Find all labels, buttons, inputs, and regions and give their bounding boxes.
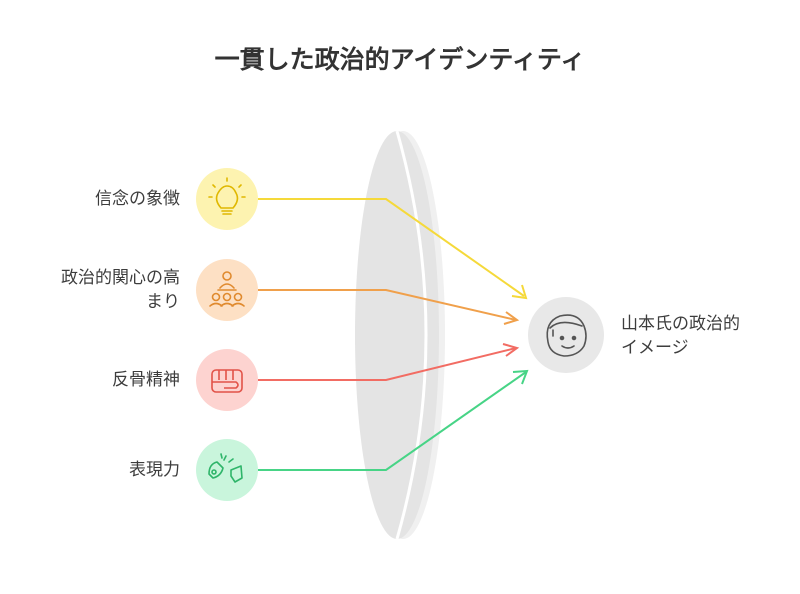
megaphone-icon [208, 453, 243, 483]
lightbulb-node [196, 168, 258, 230]
label-interest: 政治的関心の高 まり [61, 266, 180, 314]
megaphone-node [196, 439, 258, 501]
face-icon [546, 314, 587, 357]
fist-node [196, 349, 258, 411]
connector-belief [258, 198, 528, 300]
lightbulb-icon [208, 177, 246, 215]
label-output-line2: イメージ [621, 338, 689, 358]
connector-expression [258, 369, 529, 471]
lens-shape [355, 130, 445, 540]
connector-interest [258, 289, 520, 325]
group-icon [209, 271, 245, 307]
label-output: 山本氏の政治的 イメージ [621, 312, 740, 360]
label-interest-line2: まり [146, 292, 180, 312]
fist-icon [211, 369, 243, 393]
connector-rebellion [258, 343, 520, 381]
diagram-title: 一貫した政治的アイデンティティ [214, 45, 586, 74]
label-rebellion: 反骨精神 [112, 370, 180, 390]
label-expression: 表現力 [129, 460, 180, 480]
label-output-line1: 山本氏の政治的 [621, 314, 740, 334]
label-belief: 信念の象徴 [95, 189, 180, 209]
output-node [528, 297, 604, 373]
label-interest-line1: 政治的関心の高 [61, 268, 180, 288]
group-node [196, 259, 258, 321]
